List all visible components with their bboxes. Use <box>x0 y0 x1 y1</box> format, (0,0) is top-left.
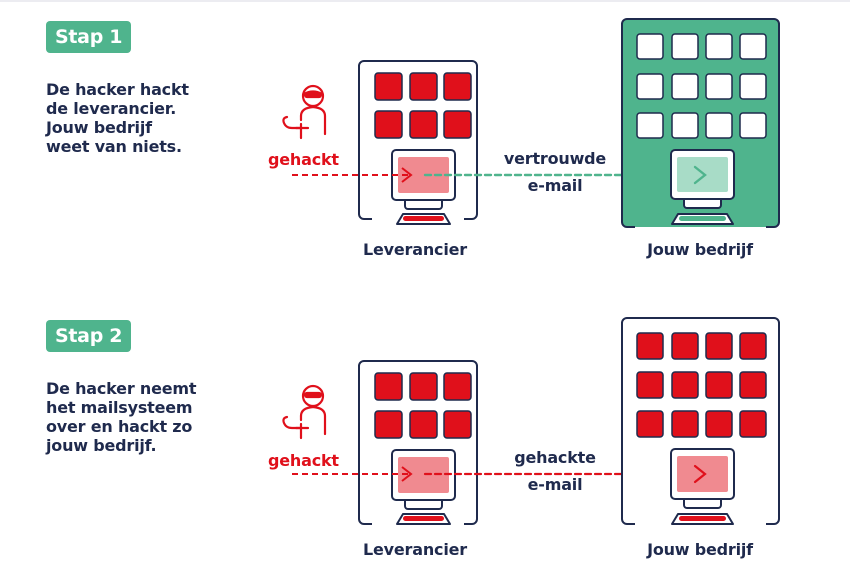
step-badge: Stap 2 <box>46 320 132 352</box>
building-icon <box>621 317 780 525</box>
step-description: De hacker hackt de leverancier. Jouw bed… <box>46 80 189 156</box>
building-icon <box>358 360 478 525</box>
email-label: gehackte e-mail <box>514 448 596 494</box>
supplier-label: Leverancier <box>363 240 467 259</box>
email-label: vertrouwde e-mail <box>503 149 607 195</box>
step-badge: Stap 1 <box>46 21 132 53</box>
hacker-label: gehackt <box>268 451 339 470</box>
arrow-icon <box>693 464 707 484</box>
company-label: Jouw bedrijf <box>647 240 753 259</box>
arrow-icon <box>401 466 413 482</box>
company-label: Jouw bedrijf <box>647 540 753 559</box>
step-description: De hacker neemt het mailsysteem over en … <box>46 379 197 455</box>
arrow-icon <box>401 167 413 183</box>
hacker-icon <box>282 84 327 140</box>
arrow-icon <box>693 165 707 185</box>
building-icon <box>621 18 780 228</box>
computer-icon <box>670 448 735 525</box>
supplier-label: Leverancier <box>363 540 467 559</box>
hacker-label: gehackt <box>268 150 339 169</box>
top-divider <box>0 0 850 2</box>
computer-icon <box>391 449 456 525</box>
hacker-icon <box>282 384 327 440</box>
step-1-illustration <box>282 18 780 228</box>
